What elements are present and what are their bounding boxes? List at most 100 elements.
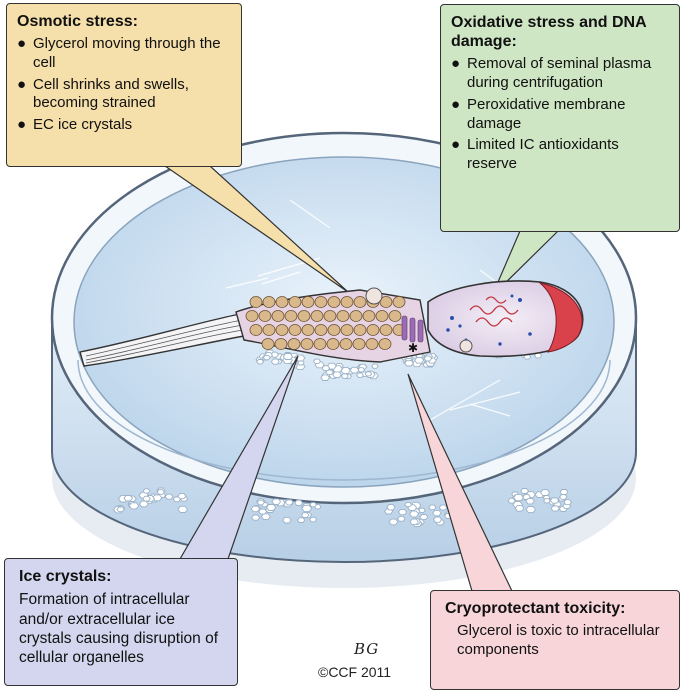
ice-crystal xyxy=(559,489,569,496)
ice-crystal xyxy=(123,495,133,502)
mitochondria xyxy=(245,296,406,350)
mitochondrion xyxy=(314,324,328,336)
ice-crystal xyxy=(525,506,537,514)
mitochondrion xyxy=(362,310,376,322)
ice-crystal xyxy=(386,504,396,511)
oxidative-item: ●Removal of seminal plasma during centri… xyxy=(451,55,652,92)
mitochondrion xyxy=(326,338,340,350)
bullet-icon: ● xyxy=(451,95,461,113)
ice-crystal xyxy=(388,518,399,526)
mitochondrion xyxy=(288,324,302,336)
ice-crystal xyxy=(404,501,413,508)
artist-signature: BG xyxy=(354,640,380,658)
mitochondrion xyxy=(375,310,389,322)
mitochondrion xyxy=(336,310,350,322)
ice-crystal xyxy=(428,504,437,511)
ice-crystal xyxy=(364,371,373,377)
mitochondrion xyxy=(249,296,263,308)
mitochondrion xyxy=(262,296,276,308)
ice-crystal xyxy=(177,505,189,513)
vacuole-2 xyxy=(459,339,473,353)
mitochondrion xyxy=(339,338,353,350)
ice-crystal xyxy=(525,497,535,505)
mitochondrion xyxy=(301,324,315,336)
mitochondrion xyxy=(310,310,324,322)
ice-crystals-callout: Ice crystals: Formation of intracellular… xyxy=(4,558,238,686)
mitochondrion xyxy=(288,296,302,308)
oxidative-item: ●Limited IC antioxidants reserve xyxy=(451,136,619,173)
ice-crystal xyxy=(550,505,560,512)
ice-crystal xyxy=(116,506,125,513)
mitochondrion xyxy=(366,324,380,336)
ice-crystal xyxy=(514,505,525,512)
svg-text:✱: ✱ xyxy=(408,341,418,355)
ice-crystal xyxy=(309,502,317,508)
ice-crystal xyxy=(513,493,524,502)
ice-crystal xyxy=(321,365,331,372)
mitochondrion xyxy=(340,324,354,336)
ice-crystal xyxy=(301,504,313,513)
mitochondrion xyxy=(323,310,337,322)
dna-strands xyxy=(469,296,519,327)
bullet-icon: ● xyxy=(451,136,461,154)
centriole-region xyxy=(401,315,424,343)
mitochondrion xyxy=(274,338,288,350)
ice-crystal xyxy=(414,357,425,364)
ice-crystal xyxy=(164,493,174,500)
ice-crystal xyxy=(520,488,530,494)
ice-crystal xyxy=(540,489,551,496)
ice-crystal xyxy=(423,355,433,362)
mitochondrion xyxy=(314,296,328,308)
ice-crystal xyxy=(438,504,448,511)
sperm-cell: ✱ xyxy=(79,280,584,367)
mitochondrion xyxy=(388,310,402,322)
ice-crystal xyxy=(332,371,342,378)
oxidative-stress-callout: Oxidative stress and DNA damage: ●Remova… xyxy=(440,4,680,232)
osmotic-title: Osmotic stress: xyxy=(17,13,138,30)
cryoprotectant-toxicity-callout: Cryoprotectant toxicity: Glycerol is tox… xyxy=(430,590,680,690)
ice-crystal xyxy=(270,358,280,365)
ice-crystal xyxy=(250,505,261,513)
cryo-title: Cryoprotectant toxicity: xyxy=(445,600,626,617)
ice-crystal xyxy=(356,372,364,378)
ice-crystal xyxy=(138,500,149,508)
ice-crystal xyxy=(320,374,331,381)
oxidative-item: ●Peroxidative membrane damage xyxy=(451,95,626,132)
mitochondrion xyxy=(301,296,315,308)
mitochondrion xyxy=(271,310,285,322)
ice-crystal xyxy=(260,513,271,520)
mitochondrion xyxy=(262,324,276,336)
mitochondrion xyxy=(327,324,341,336)
mitochondrion xyxy=(249,324,263,336)
mitochondrion xyxy=(349,310,363,322)
ice-crystal xyxy=(559,494,568,500)
mitochondrion xyxy=(340,296,354,308)
ice-crystal xyxy=(418,507,426,513)
osmotic-item: ●Cell shrinks and swells, becoming strai… xyxy=(17,75,189,112)
ice-crystal xyxy=(543,498,551,504)
mitochondrion xyxy=(313,338,327,350)
mitochondrion xyxy=(287,338,301,350)
ice-crystal xyxy=(265,504,277,511)
ice-crystal xyxy=(258,508,268,515)
ice-crystal xyxy=(251,514,261,521)
ice-title: Ice crystals: xyxy=(19,568,112,585)
ice-crystal xyxy=(128,502,140,510)
mitochondrion xyxy=(275,296,289,308)
ice-crystal xyxy=(432,509,442,517)
ice-crystal xyxy=(297,360,305,366)
ice-crystal xyxy=(312,358,321,365)
ice-crystal xyxy=(309,516,318,523)
nucleus-dots xyxy=(446,294,532,346)
mitochondrion xyxy=(300,338,314,350)
ice-crystal xyxy=(300,512,310,518)
ice-crystal xyxy=(297,517,306,523)
mitochondrion xyxy=(275,324,289,336)
mitochondrion xyxy=(258,310,272,322)
ice-crystal xyxy=(396,515,406,522)
bullet-icon: ● xyxy=(17,35,27,53)
mitochondrion xyxy=(297,310,311,322)
ice-crystal xyxy=(282,516,292,524)
ice-text: Formation of intracellular and/or extrac… xyxy=(19,591,219,667)
ice-crystal xyxy=(256,499,265,506)
